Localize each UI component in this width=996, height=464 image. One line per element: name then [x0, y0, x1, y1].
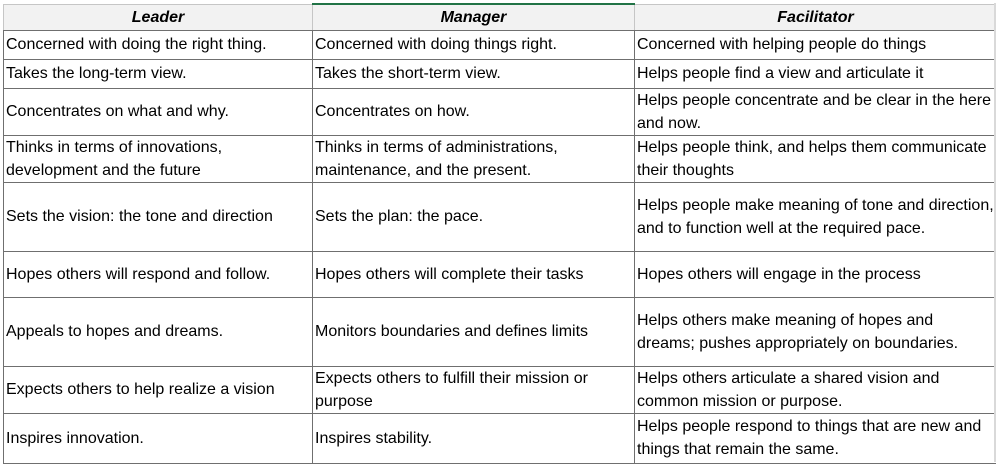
- cell-manager[interactable]: Takes the short-term view.: [313, 59, 635, 88]
- table-row: Inspires innovation. Inspires stability.…: [4, 413, 996, 463]
- cell-facilitator[interactable]: Concerned with helping people do things: [635, 30, 996, 59]
- cell-manager[interactable]: Sets the plan: the pace.: [313, 182, 635, 251]
- header-facilitator[interactable]: Facilitator: [635, 4, 996, 30]
- table-row: Thinks in terms of innovations, developm…: [4, 135, 996, 182]
- table-row: Appeals to hopes and dreams. Monitors bo…: [4, 297, 996, 366]
- cell-manager[interactable]: Monitors boundaries and defines limits: [313, 297, 635, 366]
- cell-manager[interactable]: Inspires stability.: [313, 413, 635, 463]
- cell-leader[interactable]: Inspires innovation.: [4, 413, 313, 463]
- cell-leader[interactable]: Hopes others will respond and follow.: [4, 251, 313, 297]
- cell-facilitator[interactable]: Helps people respond to things that are …: [635, 413, 996, 463]
- comparison-table: Leader Manager Facilitator Concerned wit…: [3, 3, 996, 464]
- cell-leader[interactable]: Concentrates on what and why.: [4, 88, 313, 135]
- cell-facilitator[interactable]: Helps others articulate a shared vision …: [635, 366, 996, 413]
- cell-manager[interactable]: Concentrates on how.: [313, 88, 635, 135]
- cell-leader[interactable]: Concerned with doing the right thing.: [4, 30, 313, 59]
- header-manager[interactable]: Manager: [313, 4, 635, 30]
- table-row: Sets the vision: the tone and direction …: [4, 182, 996, 251]
- cell-manager[interactable]: Expects others to fulfill their mission …: [313, 366, 635, 413]
- cell-leader[interactable]: Appeals to hopes and dreams.: [4, 297, 313, 366]
- table-row: Concentrates on what and why. Concentrat…: [4, 88, 996, 135]
- cell-leader[interactable]: Takes the long-term view.: [4, 59, 313, 88]
- header-row: Leader Manager Facilitator: [4, 4, 996, 30]
- cell-leader[interactable]: Sets the vision: the tone and direction: [4, 182, 313, 251]
- table-row: Hopes others will respond and follow. Ho…: [4, 251, 996, 297]
- table-row: Takes the long-term view. Takes the shor…: [4, 59, 996, 88]
- cell-facilitator[interactable]: Helps others make meaning of hopes and d…: [635, 297, 996, 366]
- header-leader[interactable]: Leader: [4, 4, 313, 30]
- cell-facilitator[interactable]: Helps people make meaning of tone and di…: [635, 182, 996, 251]
- table-row: Concerned with doing the right thing. Co…: [4, 30, 996, 59]
- cell-leader[interactable]: Expects others to help realize a vision: [4, 366, 313, 413]
- cell-facilitator[interactable]: Hopes others will engage in the process: [635, 251, 996, 297]
- table-row: Expects others to help realize a vision …: [4, 366, 996, 413]
- cell-manager[interactable]: Hopes others will complete their tasks: [313, 251, 635, 297]
- cell-manager[interactable]: Concerned with doing things right.: [313, 30, 635, 59]
- cell-manager[interactable]: Thinks in terms of administrations, main…: [313, 135, 635, 182]
- cell-leader[interactable]: Thinks in terms of innovations, developm…: [4, 135, 313, 182]
- cell-facilitator[interactable]: Helps people concentrate and be clear in…: [635, 88, 996, 135]
- cell-facilitator[interactable]: Helps people think, and helps them commu…: [635, 135, 996, 182]
- cell-facilitator[interactable]: Helps people find a view and articulate …: [635, 59, 996, 88]
